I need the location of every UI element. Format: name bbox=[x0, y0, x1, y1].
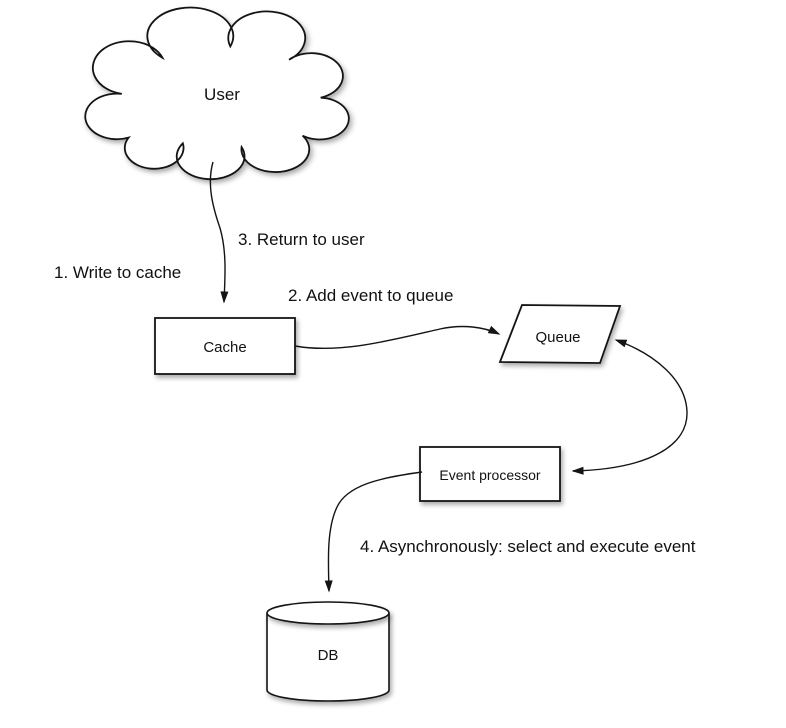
event-processor-node: Event processor bbox=[419, 446, 561, 502]
db-node-label: DB bbox=[318, 647, 339, 664]
cache-node-label: Cache bbox=[203, 339, 246, 356]
queue-node: Queue bbox=[498, 304, 622, 364]
step-4-label: 4. Asynchronously: select and execute ev… bbox=[360, 537, 696, 556]
cache-node: Cache bbox=[154, 317, 296, 375]
user-node-label: User bbox=[204, 85, 240, 104]
db-cylinder-top bbox=[266, 601, 390, 625]
db-cylinder bbox=[266, 601, 390, 702]
edge-queue-event-processor-two-way bbox=[571, 339, 688, 475]
cloud-shape bbox=[85, 8, 349, 180]
event-processor-rectangle bbox=[419, 446, 561, 502]
step-3-label: 3. Return to user bbox=[238, 230, 365, 249]
edge-user-to-cache bbox=[209, 161, 229, 304]
step-1-label: 1. Write to cache bbox=[54, 263, 181, 282]
user-cloud-node: User bbox=[85, 8, 349, 180]
step-2-label: 2. Add event to queue bbox=[288, 286, 453, 305]
edge-cache-to-queue bbox=[294, 325, 501, 350]
edge-event-processor-to-db bbox=[324, 471, 423, 593]
db-node: DB bbox=[266, 601, 390, 702]
db-cylinder-body bbox=[266, 613, 390, 702]
event-processor-node-label: Event processor bbox=[439, 467, 540, 483]
queue-node-label: Queue bbox=[535, 329, 580, 346]
